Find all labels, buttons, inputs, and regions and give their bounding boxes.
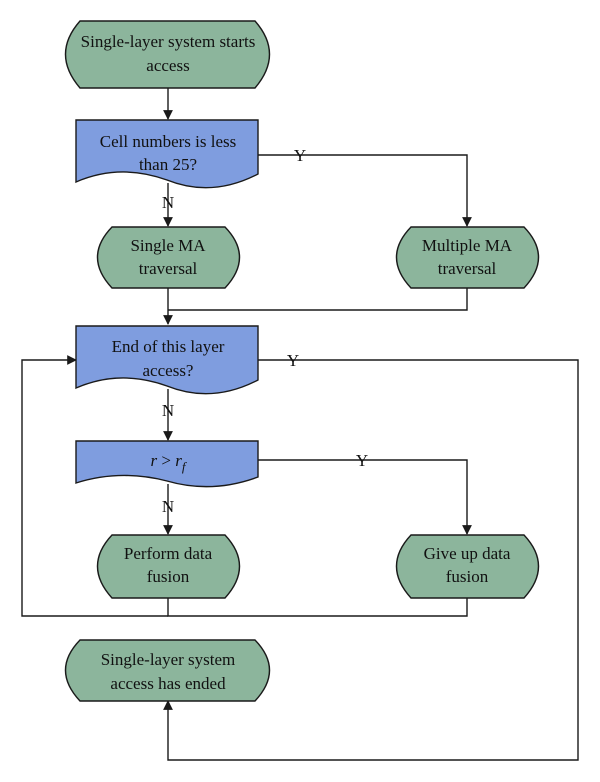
r-operator: >: [157, 451, 175, 470]
edge-end-yes-to-end: [163, 359, 579, 761]
node-perform-fusion-line2: fusion: [147, 567, 190, 586]
node-give-up-fusion-line2: fusion: [446, 567, 489, 586]
edge-label-cell-no: N: [162, 193, 174, 212]
node-cell-check-line2: than 25?: [139, 155, 197, 174]
node-start-line1: Single-layer system starts: [81, 32, 256, 51]
edge-loop-return-to-end-check: [21, 355, 168, 617]
node-cell-check-line1: Cell numbers is less: [100, 132, 236, 151]
node-multiple-ma-line1: Multiple MA: [422, 236, 513, 255]
node-multiple-ma-line2: traversal: [438, 259, 497, 278]
node-r-check-label: r > rf: [151, 451, 188, 474]
r-threshold-subscript: f: [182, 459, 188, 474]
edge-label-end-yes: Y: [287, 351, 299, 370]
edge-label-r-no: N: [162, 497, 174, 516]
node-r-check: r > rf: [75, 440, 259, 488]
edge-r-yes-to-give-up: [258, 459, 472, 535]
node-give-up-fusion-line1: Give up data: [424, 544, 511, 563]
edge-label-cell-yes: Y: [294, 146, 306, 165]
edge-label-r-yes: Y: [356, 451, 368, 470]
node-give-up-fusion: Give up data fusion: [395, 534, 540, 599]
node-end-check: End of this layer access?: [75, 325, 259, 395]
node-single-ma: Single MA traversal: [96, 226, 241, 289]
node-multiple-ma: Multiple MA traversal: [395, 226, 540, 289]
r-variable: r: [151, 451, 158, 470]
node-single-ma-line2: traversal: [139, 259, 198, 278]
edge-cell-yes-to-multiple-ma: [258, 154, 472, 227]
edge-multiple-ma-to-join: [168, 288, 468, 311]
node-start-line2: access: [146, 56, 189, 75]
node-cell-check: Cell numbers is less than 25?: [75, 119, 259, 189]
edge-label-end-no: N: [162, 401, 174, 420]
node-perform-fusion: Perform data fusion: [96, 534, 241, 599]
edge-fusion-loop-back: [167, 598, 468, 617]
node-single-ma-line1: Single MA: [130, 236, 206, 255]
node-perform-fusion-line1: Perform data: [124, 544, 213, 563]
node-end-check-line1: End of this layer: [112, 337, 225, 356]
node-end-check-line2: access?: [143, 361, 194, 380]
node-end: Single-layer system access has ended: [64, 639, 271, 702]
node-end-line1: Single-layer system: [101, 650, 236, 669]
node-end-line2: access has ended: [110, 674, 226, 693]
node-start: Single-layer system starts access: [64, 20, 271, 89]
r-threshold: r: [175, 451, 182, 470]
